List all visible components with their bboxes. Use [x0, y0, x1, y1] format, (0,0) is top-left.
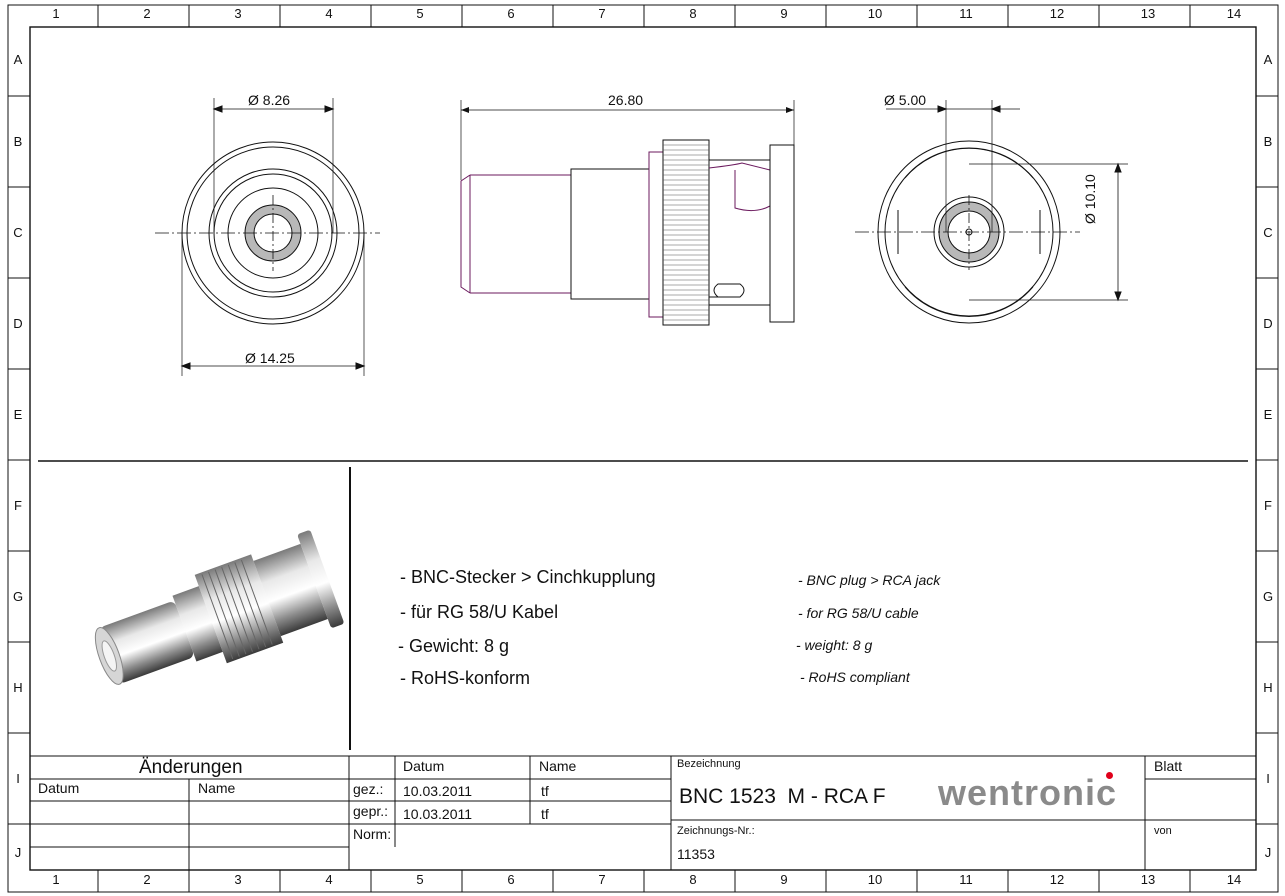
- date-header: Datum: [403, 758, 445, 774]
- col-label-5: 5: [416, 6, 424, 21]
- row-label-h-right: H: [1263, 680, 1273, 695]
- brand-logo-dot: [1106, 772, 1113, 779]
- col-label-4: 4: [325, 6, 333, 21]
- dim-back-inner: Ø 5.00: [884, 92, 927, 108]
- col-label-3-bottom: 3: [234, 872, 242, 887]
- col-label-6: 6: [507, 6, 515, 21]
- col-label-6-bottom: 6: [507, 872, 515, 887]
- feature-de-3: - Gewicht: 8 g: [398, 636, 510, 656]
- checked-date: 10.03.2011: [403, 806, 473, 822]
- col-label-9: 9: [780, 6, 788, 21]
- sheet-label: Blatt: [1154, 758, 1183, 774]
- feature-de-2: - für RG 58/U Kabel: [400, 602, 559, 622]
- feature-de-1: - BNC-Stecker > Cinchkupplung: [400, 567, 656, 587]
- drawn-date: 10.03.2011: [403, 783, 473, 799]
- of-label: von: [1154, 825, 1172, 837]
- col-label-10: 10: [867, 6, 883, 21]
- row-label-c: C: [13, 225, 23, 240]
- row-label-d: D: [13, 316, 23, 331]
- norm-label: Norm:: [353, 826, 392, 842]
- dim-front-outer: Ø 14.25: [245, 350, 295, 366]
- col-label-12: 12: [1049, 6, 1065, 21]
- col-label-11: 11: [959, 6, 973, 21]
- row-label-i-right: I: [1266, 771, 1270, 786]
- changes-date-header: Datum: [38, 780, 80, 796]
- col-label-14-bottom: 14: [1226, 872, 1242, 887]
- title-block: [30, 755, 1256, 870]
- row-label-c-right: C: [1263, 225, 1273, 240]
- designation: BNC 1523 M - RCA F: [679, 785, 886, 808]
- row-label-h: H: [13, 680, 23, 695]
- row-label-b-right: B: [1263, 134, 1273, 149]
- feature-en-3: - weight: 8 g: [796, 637, 873, 653]
- feature-en-4: - RoHS compliant: [800, 669, 910, 685]
- brand-logo: wentronic: [938, 772, 1118, 813]
- row-label-f-right: F: [1264, 498, 1272, 513]
- row-label-j: J: [14, 845, 22, 860]
- col-label-11-bottom: 11: [959, 872, 973, 887]
- row-label-g-right: G: [1262, 589, 1274, 604]
- outer-border: [7, 4, 1279, 893]
- col-label-4-bottom: 4: [325, 872, 333, 887]
- drawing-no-label: Zeichnungs-Nr.:: [677, 825, 755, 837]
- feature-en-2: - for RG 58/U cable: [798, 605, 919, 621]
- front-view: [155, 98, 380, 376]
- checked-label: gepr.:: [353, 803, 389, 819]
- dim-front-inner: Ø 8.26: [248, 92, 291, 108]
- row-label-g: G: [12, 589, 24, 604]
- changes-header: Änderungen: [139, 757, 243, 778]
- col-label-1-bottom: 1: [52, 872, 60, 887]
- knurling: [663, 144, 709, 321]
- row-label-a: A: [13, 52, 23, 67]
- col-label-13: 13: [1140, 6, 1156, 21]
- drawing-number: 11353: [677, 846, 715, 862]
- row-label-f: F: [14, 498, 22, 513]
- row-label-e-right: E: [1263, 407, 1273, 422]
- col-label-7-bottom: 7: [598, 872, 606, 887]
- side-view: [460, 100, 795, 326]
- row-label-b: B: [13, 134, 23, 149]
- name-header: Name: [539, 758, 577, 774]
- col-label-13-bottom: 13: [1140, 872, 1156, 887]
- back-view: [855, 100, 1128, 324]
- col-label-3: 3: [234, 6, 242, 21]
- drawn-label: gez.:: [353, 781, 384, 797]
- col-label-1: 1: [52, 6, 60, 21]
- feature-en-1: - BNC plug > RCA jack: [798, 572, 941, 588]
- col-label-9-bottom: 9: [780, 872, 788, 887]
- col-label-2: 2: [143, 6, 151, 21]
- row-label-j-right: J: [1264, 845, 1272, 860]
- drawn-name: tf: [541, 783, 549, 799]
- dim-back-height: Ø 10.10: [1082, 174, 1098, 224]
- column-ruler: [97, 5, 1191, 892]
- product-photo: [94, 530, 344, 685]
- designation-label: Bezeichnung: [677, 758, 741, 770]
- checked-name: tf: [541, 806, 549, 822]
- col-label-12-bottom: 12: [1049, 872, 1065, 887]
- row-ruler: [8, 95, 1278, 825]
- col-label-8: 8: [689, 6, 697, 21]
- col-label-8-bottom: 8: [689, 872, 697, 887]
- row-label-d-right: D: [1263, 316, 1273, 331]
- feature-de-4: - RoHS-konform: [400, 668, 531, 688]
- inner-border: [29, 26, 1257, 871]
- row-label-a-right: A: [1263, 52, 1273, 67]
- changes-name-header: Name: [198, 780, 236, 796]
- col-label-2-bottom: 2: [143, 872, 151, 887]
- dim-side-length: 26.80: [608, 92, 644, 108]
- col-label-5-bottom: 5: [416, 872, 424, 887]
- row-label-e: E: [13, 407, 23, 422]
- col-label-10-bottom: 10: [867, 872, 883, 887]
- col-label-14: 14: [1226, 6, 1242, 21]
- row-label-i: I: [16, 771, 20, 786]
- col-label-7: 7: [598, 6, 606, 21]
